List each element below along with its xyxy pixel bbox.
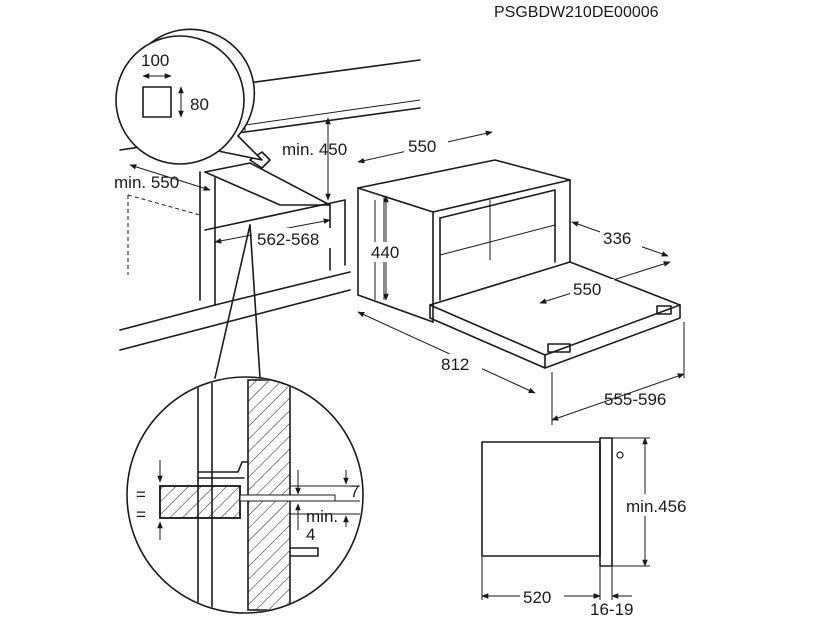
- niche-width-label: 555-596: [604, 390, 666, 409]
- cabinet-min-depth-label: min. 550: [114, 173, 179, 192]
- equal-top-label: =: [136, 485, 146, 504]
- vent-width-label: 100: [141, 51, 169, 70]
- side-door-depth-label: 16-19: [590, 600, 633, 619]
- mounting-detail-circle: [126, 376, 364, 614]
- vent-detail-circle: [115, 28, 263, 165]
- gap-label: 7: [350, 482, 359, 501]
- cabinet-inner-width-label: 562-568: [257, 230, 319, 249]
- min-label: min.: [306, 507, 338, 526]
- cabinet-min-height-label: min. 450: [282, 140, 347, 159]
- oven-width-label: 550: [408, 137, 436, 156]
- vent-height-label: 80: [190, 95, 209, 114]
- oven-height-label: 440: [371, 243, 399, 262]
- oven-total-depth-label: 812: [441, 355, 469, 374]
- leader-line-right: [249, 224, 261, 379]
- oven-tray-width-label: 550: [573, 280, 601, 299]
- reference-code: PSGBDW210DE00006: [494, 4, 659, 21]
- side-depth-label: 520: [523, 588, 551, 607]
- oven-side-view: [481, 437, 650, 600]
- oven-depth-right-label: 336: [603, 229, 631, 248]
- oven-body: [357, 159, 681, 369]
- side-height-label: min.456: [626, 497, 686, 516]
- equal-bottom-label: =: [136, 505, 146, 524]
- leader-line-left: [214, 224, 251, 379]
- min-value-label: 4: [306, 525, 315, 544]
